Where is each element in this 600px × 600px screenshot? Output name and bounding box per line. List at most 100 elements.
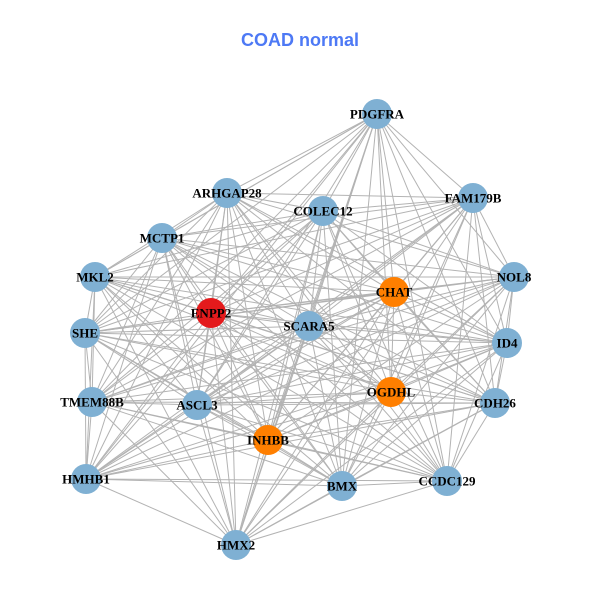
node-circle <box>432 466 462 496</box>
node-pdgfra[interactable]: PDGFRA <box>350 99 405 129</box>
node-circle <box>80 262 110 292</box>
figure-title: COAD normal <box>240 30 359 50</box>
node-label: COLEC12 <box>293 204 352 219</box>
node-hmhb1[interactable]: HMHB1 <box>62 464 110 494</box>
edge-pdgfra-arhgap28 <box>226 113 378 194</box>
edge-arhgap28-ogdhl <box>226 192 392 393</box>
edge-she-id4 <box>84 332 508 344</box>
edge-enpp2-ccdc129 <box>210 312 448 482</box>
edge-enpp2-hmx2 <box>210 312 237 546</box>
edge-nol8-hmx2 <box>235 276 515 546</box>
node-arhgap28[interactable]: ARHGAP28 <box>192 178 262 208</box>
edge-nol8-hmhb1 <box>85 276 515 480</box>
edge-mkl2-ccdc129 <box>94 276 448 482</box>
edge-enpp2-ogdhl <box>210 312 392 393</box>
node-mkl2[interactable]: MKL2 <box>76 262 114 292</box>
node-label: HMX2 <box>217 538 255 553</box>
node-scara5[interactable]: SCARA5 <box>283 311 335 341</box>
node-inhbb[interactable]: INHBB <box>247 425 289 455</box>
edge-mkl2-id4 <box>94 276 508 344</box>
edge-colec12-ogdhl <box>322 210 392 393</box>
edge-she-ogdhl <box>84 332 392 393</box>
node-label: CCDC129 <box>418 474 476 489</box>
node-enpp2[interactable]: ENPP2 <box>191 298 231 328</box>
edge-ogdhl-ccdc129 <box>390 391 448 482</box>
node-bmx[interactable]: BMX <box>327 471 358 501</box>
node-chat[interactable]: CHAT <box>376 277 413 307</box>
node-fam179b[interactable]: FAM179B <box>445 183 502 213</box>
edge-mctp1-chat <box>161 237 395 293</box>
node-cdh26[interactable]: CDH26 <box>474 388 516 418</box>
edge-colec12-hmx2 <box>235 210 324 546</box>
node-circle <box>362 99 392 129</box>
edge-chat-ogdhl <box>390 291 395 393</box>
edge-cdh26-inhbb <box>267 402 496 441</box>
node-label: ID4 <box>497 336 518 351</box>
node-mctp1[interactable]: MCTP1 <box>140 223 185 253</box>
edge-pdgfra-hmhb1 <box>85 113 378 480</box>
node-label: ASCL3 <box>176 398 218 413</box>
node-nol8[interactable]: NOL8 <box>497 262 532 292</box>
edge-fam179b-bmx <box>341 197 474 487</box>
edge-tmem88b-ascl3 <box>91 401 198 406</box>
edge-tmem88b-bmx <box>91 401 343 487</box>
node-she[interactable]: SHE <box>70 318 100 348</box>
node-ascl3[interactable]: ASCL3 <box>176 390 218 420</box>
edge-fam179b-ccdc129 <box>446 197 474 482</box>
edge-cdh26-ascl3 <box>196 402 496 406</box>
edge-arhgap28-colec12 <box>226 192 324 212</box>
edge-mctp1-cdh26 <box>161 237 496 404</box>
node-circle <box>499 262 529 292</box>
edge-fam179b-ogdhl <box>390 197 474 393</box>
node-label: BMX <box>327 479 358 494</box>
edge-arhgap28-hmhb1 <box>85 192 228 480</box>
node-tmem88b[interactable]: TMEM88B <box>60 387 124 417</box>
edge-colec12-hmhb1 <box>85 210 324 480</box>
edge-enpp2-id4 <box>210 312 508 344</box>
edge-colec12-ascl3 <box>196 210 324 406</box>
edge-ogdhl-inhbb <box>267 391 392 441</box>
node-hmx2[interactable]: HMX2 <box>217 530 255 560</box>
edge-nol8-scara5 <box>308 276 515 327</box>
node-id4[interactable]: ID4 <box>492 328 522 358</box>
edge-mctp1-inhbb <box>161 237 269 441</box>
node-circle <box>253 425 283 455</box>
edge-colec12-mkl2 <box>94 210 324 278</box>
node-ccdc129[interactable]: CCDC129 <box>418 466 476 496</box>
edge-fam179b-cdh26 <box>472 197 496 404</box>
edge-fam179b-arhgap28 <box>226 192 474 199</box>
edge-bmx-hmx2 <box>235 485 343 546</box>
edge-chat-cdh26 <box>393 291 496 404</box>
node-label: TMEM88B <box>60 395 124 410</box>
edge-pdgfra-nol8 <box>376 113 515 278</box>
edge-scara5-she <box>84 325 310 334</box>
node-circle <box>458 183 488 213</box>
edge-enpp2-she <box>84 312 212 334</box>
node-label: HMHB1 <box>62 472 110 487</box>
node-circle <box>376 377 406 407</box>
edge-chat-enpp2 <box>210 291 395 314</box>
node-circle <box>480 388 510 418</box>
edge-nol8-inhbb <box>267 276 515 441</box>
edge-colec12-bmx <box>322 210 343 487</box>
node-circle <box>294 311 324 341</box>
node-label: ENPP2 <box>191 306 231 321</box>
edge-mctp1-ogdhl <box>161 237 392 393</box>
edge-inhbb-ccdc129 <box>267 439 448 482</box>
edge-enpp2-scara5 <box>210 312 310 327</box>
edge-colec12-mctp1 <box>161 210 324 239</box>
edge-tmem88b-cdh26 <box>91 401 496 404</box>
edge-enpp2-inhbb <box>210 312 269 441</box>
node-circle <box>147 223 177 253</box>
node-circle <box>196 298 226 328</box>
node-label: CHAT <box>376 285 413 300</box>
edge-fam179b-hmx2 <box>235 197 474 546</box>
edge-fam179b-tmem88b <box>91 197 474 403</box>
edge-hmhb1-ccdc129 <box>85 478 448 482</box>
edge-pdgfra-ascl3 <box>196 113 378 406</box>
edge-ogdhl-tmem88b <box>91 391 392 403</box>
node-ogdhl[interactable]: OGDHL <box>367 377 416 407</box>
node-colec12[interactable]: COLEC12 <box>293 196 353 226</box>
edge-she-ccdc129 <box>84 332 448 482</box>
